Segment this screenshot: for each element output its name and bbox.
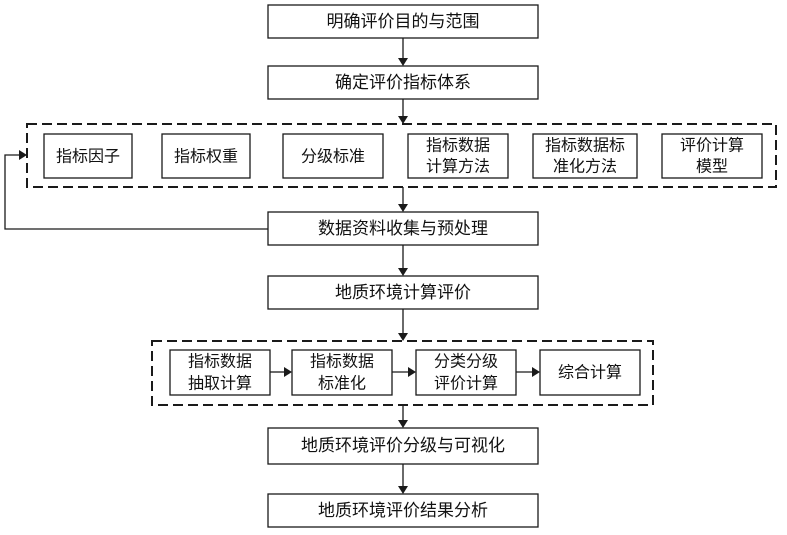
arrow-data-collection-to-geo-env-calc: [398, 245, 408, 276]
index-data-standardization-method-line2: 准化方法: [553, 157, 617, 176]
index-data-extraction-line1: 指标数据: [188, 352, 252, 371]
grading-standard-label: 分级标准: [301, 147, 365, 166]
arrow-components-to-data-collection: [398, 187, 408, 212]
step-define-purpose: 明确评价目的与范围: [267, 4, 539, 39]
arrow-classified-grading-to-comprehensive: [516, 367, 540, 377]
index-factor-label: 指标因子: [56, 147, 120, 166]
index-data-standardization-method-line1: 指标数据标: [545, 136, 625, 155]
evaluation-calc-model-line2: 模型: [696, 157, 728, 176]
arrow-extraction-to-standardize: [270, 367, 292, 377]
comprehensive-calc-box: 综合计算: [539, 349, 641, 396]
index-components-group: [26, 123, 777, 188]
index-data-standardize-box: 指标数据 标准化: [291, 349, 393, 396]
step-result-analysis-label: 地质环境评价结果分析: [318, 501, 488, 521]
classified-grading-calc-line2: 评价计算: [434, 374, 498, 393]
index-weight-box: 指标权重: [161, 133, 251, 179]
comprehensive-calc-label: 综合计算: [558, 363, 622, 382]
step-geo-env-calc: 地质环境计算评价: [267, 275, 539, 310]
grading-standard-box: 分级标准: [282, 133, 384, 179]
index-data-calc-method-box: 指标数据 计算方法: [407, 133, 509, 179]
arrow-grading-visualization-to-result-analysis: [398, 464, 408, 494]
evaluation-calc-model-line1: 评价计算: [680, 136, 744, 155]
arrow-purpose-to-index-system: [398, 38, 408, 66]
index-data-calc-method-line2: 计算方法: [426, 157, 490, 176]
index-data-standardize-line2: 标准化: [318, 374, 366, 393]
arrow-standardize-to-classified-grading: [392, 367, 416, 377]
classified-grading-calc-line1: 分类分级: [434, 352, 498, 371]
step-define-purpose-label: 明确评价目的与范围: [327, 12, 480, 32]
step-data-collection: 数据资料收集与预处理: [267, 211, 539, 246]
step-geo-env-calc-label: 地质环境计算评价: [335, 283, 471, 303]
index-data-extraction-line2: 抽取计算: [188, 374, 252, 393]
index-data-calc-method-line1: 指标数据: [426, 136, 490, 155]
step-grading-visualization: 地质环境评价分级与可视化: [267, 427, 539, 465]
index-weight-label: 指标权重: [174, 147, 238, 166]
arrow-calc-steps-to-grading-visualization: [398, 405, 408, 428]
index-data-standardization-method-box: 指标数据标 准化方法: [532, 133, 638, 179]
classified-grading-calc-box: 分类分级 评价计算: [415, 349, 517, 396]
index-data-extraction-box: 指标数据 抽取计算: [169, 349, 271, 396]
step-build-index-system: 确定评价指标体系: [267, 65, 539, 100]
arrow-index-system-to-components: [398, 99, 408, 124]
evaluation-calc-model-box: 评价计算 模型: [661, 133, 763, 179]
step-build-index-system-label: 确定评价指标体系: [335, 73, 471, 93]
index-factor-box: 指标因子: [43, 133, 133, 179]
arrow-geo-env-calc-to-calc-steps: [398, 309, 408, 341]
index-data-standardize-line1: 指标数据: [310, 352, 374, 371]
feedback-arrow-data-collection-to-components: [4, 150, 268, 230]
step-result-analysis: 地质环境评价结果分析: [267, 493, 539, 528]
step-data-collection-label: 数据资料收集与预处理: [318, 219, 488, 239]
step-grading-visualization-label: 地质环境评价分级与可视化: [301, 436, 505, 456]
